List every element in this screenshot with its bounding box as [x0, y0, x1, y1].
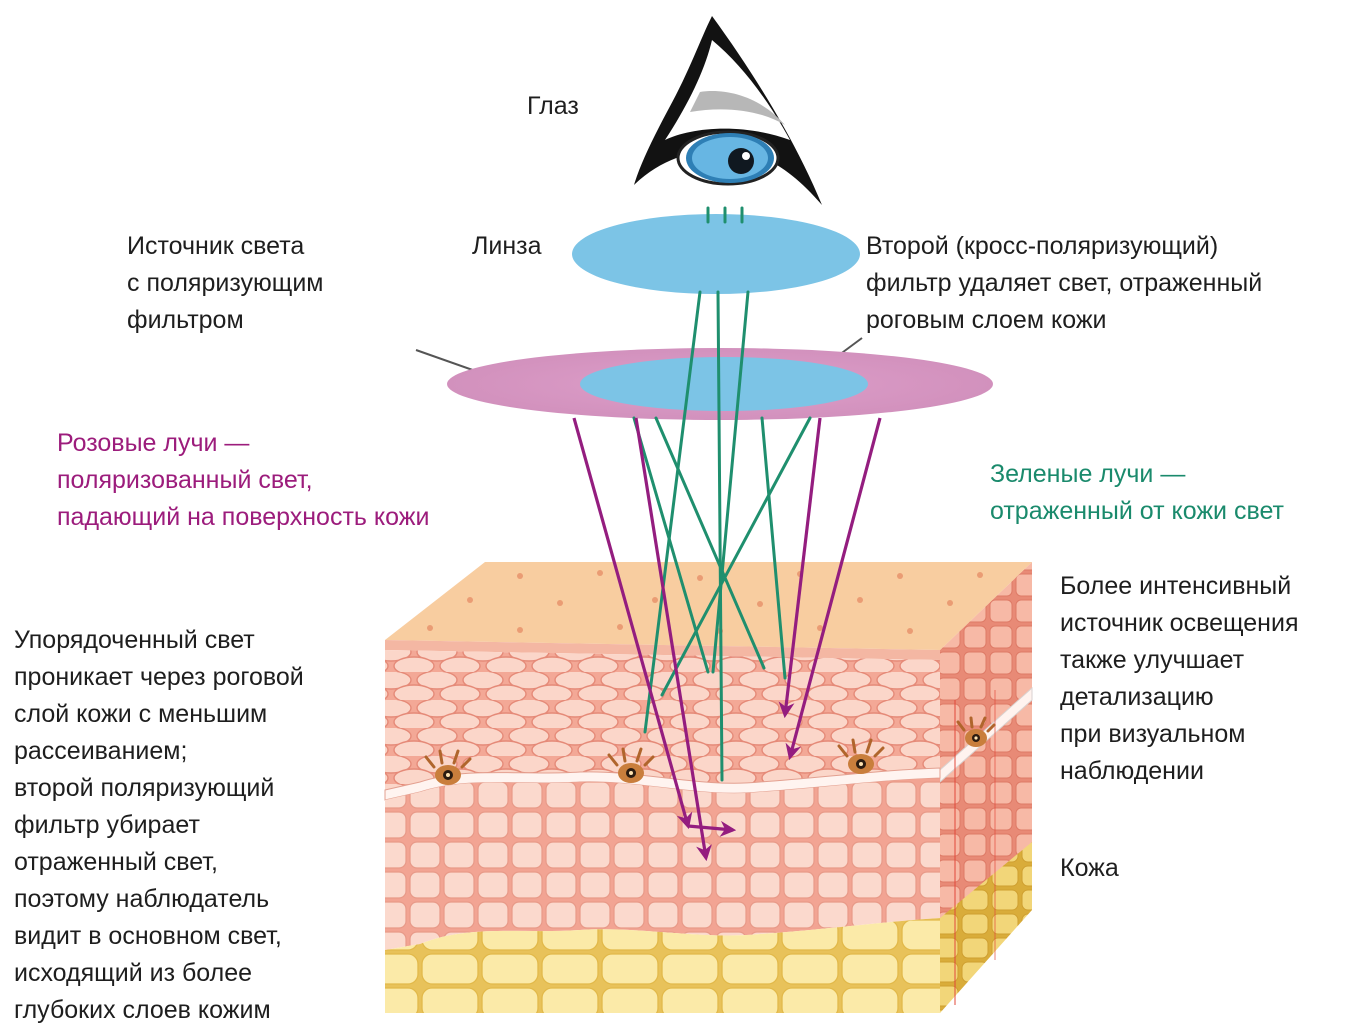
pink-rays-label: Розовые лучи — поляризованный свет, пада…: [57, 425, 429, 536]
skin-block: [385, 562, 1032, 1013]
green-rays-label: Зеленые лучи — отраженный от кожи свет: [990, 456, 1284, 530]
eye-icon: [634, 16, 822, 205]
light-source-label: Источник света с поляризующим фильтром: [127, 228, 323, 339]
intense-light-label: Более интенсивный источник освещения так…: [1060, 568, 1298, 790]
lens: [572, 214, 860, 294]
lower-epidermis: [385, 778, 940, 950]
eye-label: Глаз: [527, 88, 579, 125]
ordered-light-label: Упорядоченный свет проникает через рогов…: [14, 622, 304, 1029]
skin-label: Кожа: [1060, 850, 1119, 887]
lens-label: Линза: [472, 228, 542, 265]
second-filter-label: Второй (кросс-поляризующий) фильтр удаля…: [866, 228, 1262, 339]
cross-polarizing-filter: [580, 357, 868, 411]
